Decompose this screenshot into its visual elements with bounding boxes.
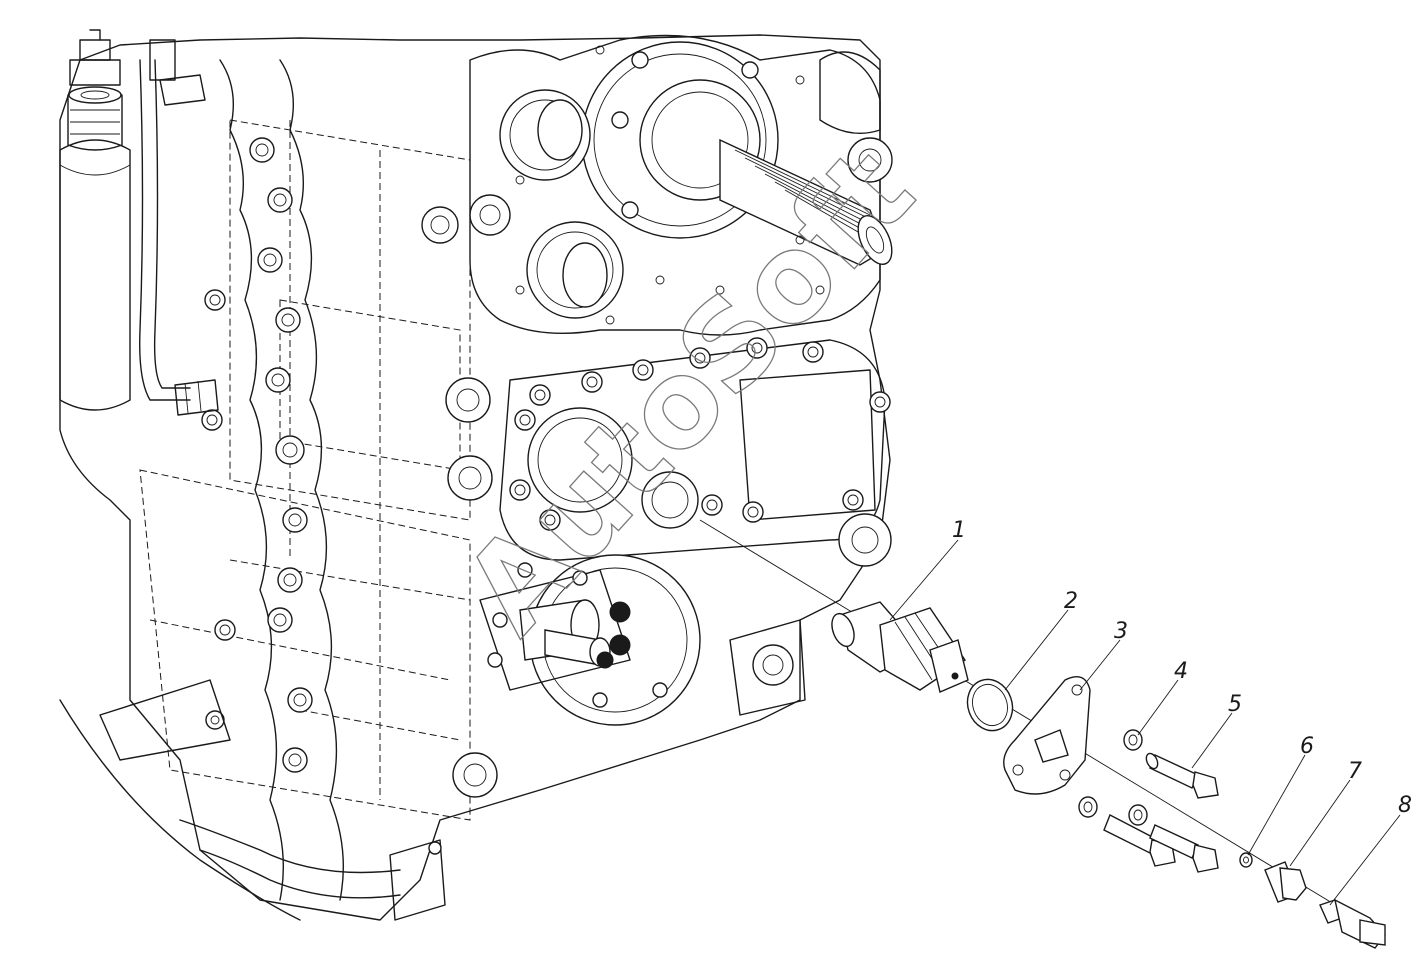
callout-1: 1 — [952, 518, 966, 543]
part-1-valve-body — [831, 601, 969, 693]
part-7-adapter — [1264, 861, 1307, 903]
callout-leaders — [889, 539, 1401, 906]
rear-stub-shafts — [421, 89, 624, 319]
callout-7: 7 — [1348, 759, 1362, 784]
callout-6: 6 — [1300, 734, 1314, 759]
part-2-o-ring — [966, 678, 1014, 732]
callout-3: 3 — [1114, 619, 1128, 644]
part-8-sensor — [1319, 898, 1386, 949]
callout-4: 4 — [1174, 659, 1188, 684]
oil-filter — [59, 29, 131, 411]
callout-8: 8 — [1398, 793, 1412, 818]
callout-5: 5 — [1228, 692, 1242, 717]
part-5-bolt — [1145, 752, 1219, 799]
upper-right-bosses — [515, 45, 893, 325]
lower-washers-bolts — [1078, 796, 1219, 873]
part-3-gasket — [1003, 676, 1091, 795]
output-shaft — [581, 41, 893, 266]
cover-bolts — [509, 337, 891, 531]
lower-pump — [479, 554, 701, 726]
lower-right-bracket — [452, 619, 806, 798]
oil-line — [139, 39, 219, 416]
bottom-frame-pipe — [59, 679, 446, 921]
gearbox-housing — [59, 29, 893, 921]
part-4-washer — [1123, 729, 1143, 751]
flange-bolts-left — [201, 137, 313, 773]
pump-cover-plate — [445, 337, 892, 567]
callout-2: 2 — [1064, 589, 1078, 614]
part-6-seal-washer — [1239, 852, 1253, 868]
